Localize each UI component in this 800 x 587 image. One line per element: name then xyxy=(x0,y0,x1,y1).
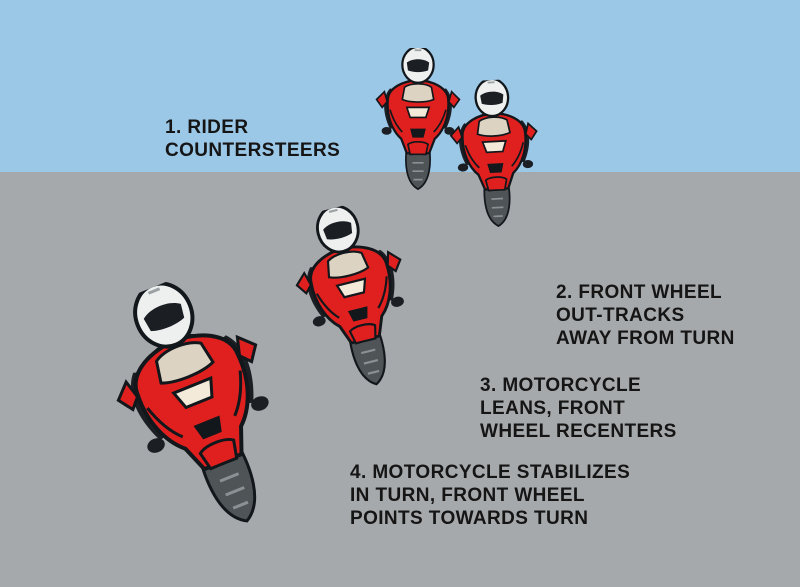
motorcycle-step-3 xyxy=(279,194,430,399)
step-3-line-3: WHEEL RECENTERS xyxy=(480,421,677,442)
step-3-caption: 3. MOTORCYCLE LEANS, FRONT WHEEL RECENTE… xyxy=(480,374,677,443)
step-1-line-2: COUNTERSTEERS xyxy=(165,140,341,161)
step-2-line-2: OUT-TRACKS xyxy=(556,305,685,326)
step-4-line-3: POINTS TOWARDS TURN xyxy=(350,508,589,529)
motorcycle-step-2 xyxy=(446,77,543,230)
step-4-caption: 4. MOTORCYCLE STABILIZES IN TURN, FRONT … xyxy=(350,461,630,530)
motorcycle-step-1 xyxy=(375,47,461,191)
step-4-line-2: IN TURN, FRONT WHEEL xyxy=(350,485,585,506)
step-2-line-3: AWAY FROM TURN xyxy=(556,328,735,349)
step-3-line-2: LEANS, FRONT xyxy=(480,398,626,419)
motorcycle-step-4 xyxy=(81,257,318,551)
step-2-caption: 2. FRONT WHEEL OUT-TRACKS AWAY FROM TURN xyxy=(556,281,735,350)
step-1-line-1: 1. RIDER xyxy=(165,117,249,138)
step-1-caption: 1. RIDER COUNTERSTEERS xyxy=(165,116,340,162)
step-2-line-1: 2. FRONT WHEEL xyxy=(556,282,723,303)
step-3-line-1: 3. MOTORCYCLE xyxy=(480,375,642,396)
step-4-line-1: 4. MOTORCYCLE STABILIZES xyxy=(350,462,631,483)
